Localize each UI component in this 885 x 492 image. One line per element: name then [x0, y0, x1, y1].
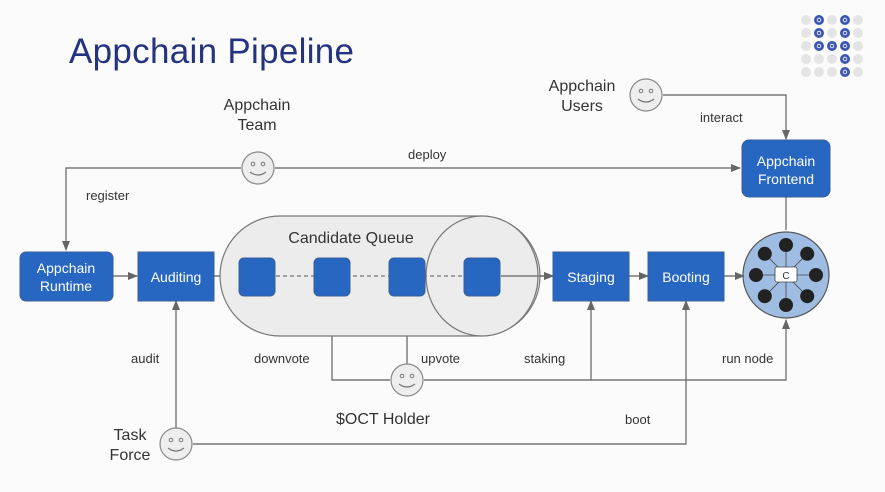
logo-dot-ring: [842, 69, 848, 75]
team-label-line1: Appchain: [224, 97, 291, 114]
logo-dot-ring: [816, 43, 822, 49]
task-force-label-line1: Task: [114, 427, 148, 444]
auditing-label: Auditing: [151, 269, 202, 285]
logo-dot-ring: [842, 30, 848, 36]
queue-item[interactable]: [313, 257, 351, 297]
logo-dot: [853, 54, 863, 64]
logo-dot: [801, 28, 811, 38]
appchain-runtime-box[interactable]: Appchain Runtime: [19, 251, 114, 302]
audit-label: audit: [131, 351, 160, 366]
network-node: [800, 289, 815, 304]
logo-dot: [801, 15, 811, 25]
logo-dot-active: [814, 15, 824, 25]
logo-dot-ring: [816, 17, 822, 23]
logo-dot: [853, 67, 863, 77]
staging-label: Staging: [567, 269, 614, 285]
logo-dot: [801, 54, 811, 64]
candidate-queue: Candidate Queue: [219, 215, 554, 337]
logo-dot-active: [840, 54, 850, 64]
network-node: [779, 238, 793, 252]
logo-dot: [801, 41, 811, 51]
users-label-line1: Appchain: [549, 78, 616, 95]
queue-item[interactable]: [238, 257, 276, 297]
network-node: [749, 268, 763, 282]
logo-dot-ring: [842, 17, 848, 23]
auditing-box[interactable]: Auditing: [137, 251, 215, 302]
page-title: Appchain Pipeline: [69, 32, 355, 71]
logo-dot-active: [840, 28, 850, 38]
runtime-label-line1: Appchain: [37, 260, 95, 276]
logo-dot-active: [840, 41, 850, 51]
task-force-smiley-icon: [159, 427, 193, 461]
frontend-label-line2: Frontend: [758, 171, 814, 187]
task-force-label-line2: Force: [110, 447, 151, 464]
logo-dot-active: [840, 15, 850, 25]
network-hub-icon: C: [742, 231, 830, 319]
logo-dot-ring: [816, 30, 822, 36]
appchain-frontend-box[interactable]: Appchain Frontend: [741, 139, 831, 198]
logo-dot-active: [827, 41, 837, 51]
logo-dot: [827, 15, 837, 25]
logo-dot: [853, 28, 863, 38]
dot-grid-logo: [801, 15, 863, 77]
run-node-arrow: [591, 319, 790, 381]
users-smiley-icon: [629, 78, 663, 112]
logo-dot: [853, 15, 863, 25]
network-node: [809, 268, 823, 282]
network-node: [779, 298, 793, 312]
network-node: [757, 289, 772, 304]
upvote-label: upvote: [421, 351, 460, 366]
deploy-label: deploy: [408, 147, 447, 162]
logo-dot-active: [814, 41, 824, 51]
interact-label: interact: [700, 110, 743, 125]
logo-dot: [827, 67, 837, 77]
logo-dot: [853, 41, 863, 51]
team-smiley-icon: [241, 151, 275, 185]
network-node: [800, 246, 815, 261]
booting-box[interactable]: Booting: [647, 251, 725, 302]
downvote-label: downvote: [254, 351, 310, 366]
frontend-label-line1: Appchain: [757, 153, 815, 169]
queue-item[interactable]: [388, 257, 426, 297]
queue-item[interactable]: [463, 257, 501, 297]
register-label: register: [86, 188, 130, 203]
boot-arrow: [193, 300, 690, 445]
logo-dot: [814, 54, 824, 64]
logo-dot: [814, 67, 824, 77]
register-arrow: [62, 167, 241, 251]
candidate-queue-label: Candidate Queue: [288, 230, 414, 247]
users-label-line2: Users: [561, 98, 603, 115]
logo-dot: [827, 54, 837, 64]
network-node: [757, 246, 772, 261]
logo-dot: [827, 28, 837, 38]
logo-dot-active: [814, 28, 824, 38]
interact-arrow: [663, 94, 790, 140]
staking-label: staking: [524, 351, 565, 366]
booting-label: Booting: [662, 269, 709, 285]
runtime-label-line2: Runtime: [40, 278, 92, 294]
staging-box[interactable]: Staging: [552, 251, 630, 302]
run-node-label: run node: [722, 351, 773, 366]
logo-dot-active: [840, 67, 850, 77]
holder-smiley-icon: [390, 363, 424, 397]
logo-dot-ring: [842, 56, 848, 62]
holder-label: $OCT Holder: [336, 411, 431, 428]
logo-dot-ring: [842, 43, 848, 49]
network-center-label: C: [782, 271, 789, 282]
logo-dot-ring: [829, 43, 835, 49]
boot-label: boot: [625, 412, 651, 427]
team-label-line2: Team: [237, 117, 276, 134]
logo-dot: [801, 67, 811, 77]
